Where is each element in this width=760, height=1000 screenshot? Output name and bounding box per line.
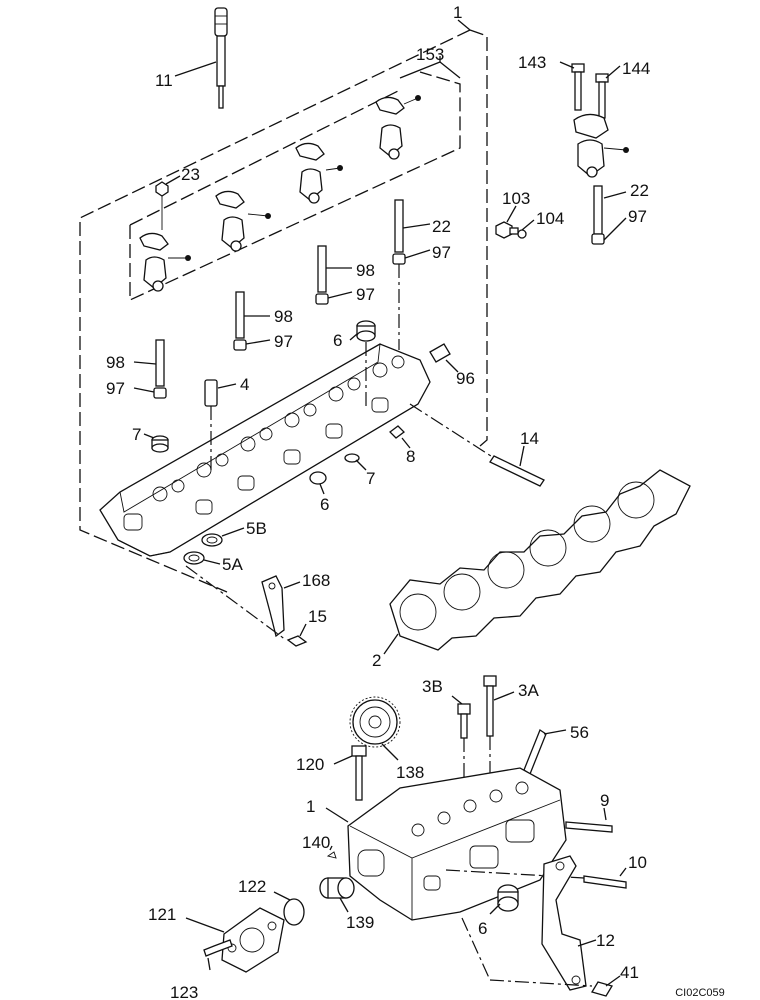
drawing-code: CI02C059 xyxy=(675,987,725,999)
callout-9: 9 xyxy=(600,791,609,810)
camshaft-gear-138 xyxy=(349,696,401,761)
callout-97-mid: 97 xyxy=(432,243,451,262)
callout-6-bottom: 6 xyxy=(478,919,487,938)
callout-123: 123 xyxy=(170,983,198,1000)
bolt-120 xyxy=(333,745,367,801)
callout-41: 41 xyxy=(620,963,639,982)
callout-10: 10 xyxy=(628,853,647,872)
studs xyxy=(133,185,627,399)
head-gasket xyxy=(383,469,691,655)
bracket-168 xyxy=(185,565,308,647)
callout-22-right: 22 xyxy=(630,181,649,200)
injector-nozzle xyxy=(174,7,228,109)
assembly-boundary xyxy=(79,19,488,593)
bolts-3A-3B xyxy=(451,675,515,800)
callout-3A: 3A xyxy=(518,681,539,700)
callout-96: 96 xyxy=(456,369,475,388)
callout-144: 144 xyxy=(622,59,650,78)
callout-98-left: 98 xyxy=(274,307,293,326)
head-valve-ports xyxy=(152,355,405,502)
nut-23 xyxy=(155,175,181,230)
callout-7-mid: 7 xyxy=(366,469,375,488)
cylinder-head-upper xyxy=(99,343,431,557)
callout-56: 56 xyxy=(570,723,589,742)
callout-138: 138 xyxy=(396,763,424,782)
callout-104: 104 xyxy=(536,209,564,228)
callout-1-top: 1 xyxy=(453,3,462,22)
head-small-parts xyxy=(143,320,459,565)
callout-1-bottom: 1 xyxy=(306,797,315,816)
callout-97-far: 97 xyxy=(106,379,125,398)
callout-140: 140 xyxy=(302,833,330,852)
callout-4: 4 xyxy=(240,375,249,394)
callout-143: 143 xyxy=(518,53,546,72)
callout-5A: 5A xyxy=(222,555,243,574)
callout-120: 120 xyxy=(296,755,324,774)
callout-8: 8 xyxy=(406,447,415,466)
callout-23: 23 xyxy=(181,165,200,184)
callout-168: 168 xyxy=(302,571,330,590)
callout-12: 12 xyxy=(596,931,615,950)
callout-121: 121 xyxy=(148,905,176,924)
callout-97-left: 97 xyxy=(274,332,293,351)
callout-122: 122 xyxy=(238,877,266,896)
stud-14 xyxy=(409,403,545,487)
callout-5B: 5B xyxy=(246,519,267,538)
cylinder-head-lower xyxy=(325,767,567,921)
callout-7-left: 7 xyxy=(132,425,141,444)
plug-103 xyxy=(495,205,535,239)
rocker-arm-sets xyxy=(139,56,461,292)
head-side-ports xyxy=(123,397,389,531)
callout-labels: 1 153 11 23 143 144 103 104 22 97 22 97 … xyxy=(106,3,725,1000)
callout-6-mid: 6 xyxy=(320,495,329,514)
callout-98-mid: 98 xyxy=(356,261,375,280)
callout-139: 139 xyxy=(346,913,374,932)
callout-15: 15 xyxy=(308,607,327,626)
callout-97-mid2: 97 xyxy=(356,285,375,304)
callout-98-far: 98 xyxy=(106,353,125,372)
rocker-set-143-144 xyxy=(559,61,629,178)
dowel-56 xyxy=(523,729,567,775)
lower-small-parts xyxy=(185,807,627,997)
callout-153: 153 xyxy=(416,45,444,64)
callout-14: 14 xyxy=(520,429,539,448)
callout-3B: 3B xyxy=(422,677,443,696)
callout-2: 2 xyxy=(372,651,381,670)
callout-6-top: 6 xyxy=(333,331,342,350)
callout-103: 103 xyxy=(502,189,530,208)
callout-11: 11 xyxy=(155,71,173,90)
callout-22-mid: 22 xyxy=(432,217,451,236)
callout-97-right: 97 xyxy=(628,207,647,226)
